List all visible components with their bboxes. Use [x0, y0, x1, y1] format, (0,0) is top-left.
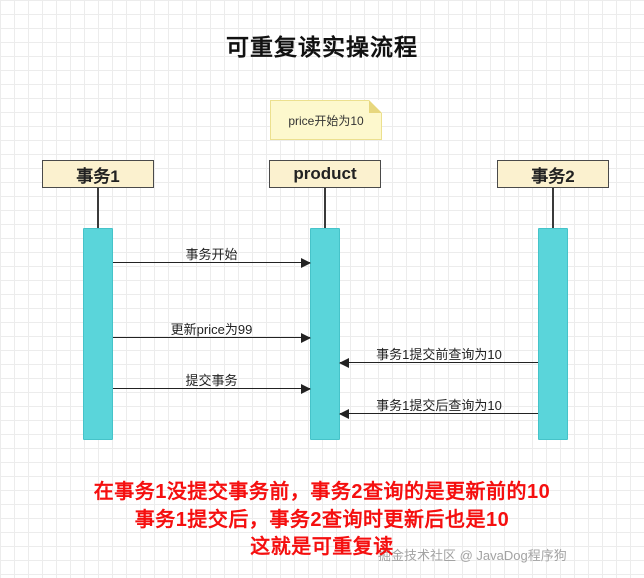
lifeline-transaction-2: [552, 188, 554, 228]
arrowhead-right-icon: [301, 257, 311, 268]
watermark: 掘金技术社区 @ JavaDog程序狗: [378, 548, 567, 563]
actor-transaction-1: 事务1: [42, 160, 154, 188]
arrowhead-left-icon: [339, 408, 349, 419]
message-line: [340, 413, 538, 414]
activation-bar-transaction-1: [83, 228, 113, 440]
message-line: [113, 337, 310, 338]
message-commit-transaction: 提交事务: [113, 370, 311, 394]
actor-product: product: [269, 160, 381, 188]
arrowhead-right-icon: [301, 332, 311, 343]
message-line: [113, 388, 310, 389]
activation-bar-transaction-2: [538, 228, 568, 440]
sticky-note-text: price开始为10: [288, 113, 364, 128]
activation-bar-product: [310, 228, 340, 440]
message-query-before-commit: 事务1提交前查询为10: [339, 344, 538, 368]
sticky-note: price开始为10: [270, 100, 382, 140]
note-fold-corner-icon: [369, 100, 382, 113]
actor-label: 事务1: [76, 166, 120, 186]
actor-label: product: [293, 164, 357, 183]
actor-transaction-2: 事务2: [497, 160, 609, 188]
page-title: 可重复读实操流程: [226, 34, 418, 60]
message-transaction-begin: 事务开始: [113, 244, 311, 268]
lifeline-transaction-1: [97, 188, 99, 228]
arrowhead-right-icon: [301, 383, 311, 394]
message-label: 更新price为99: [170, 322, 253, 337]
message-update-price: 更新price为99: [113, 319, 311, 343]
message-line: [113, 262, 310, 263]
conclusion-line-1: 在事务1没提交事务前，事务2查询的是更新前的10: [93, 481, 551, 503]
lifeline-product: [324, 188, 326, 228]
conclusion-line-3: 这就是可重复读: [250, 536, 394, 558]
message-label: 事务1提交前查询为10: [376, 347, 502, 362]
message-label: 事务开始: [185, 247, 238, 262]
message-line: [340, 362, 538, 363]
message-label: 事务1提交后查询为10: [376, 398, 502, 413]
message-label: 提交事务: [185, 373, 238, 388]
arrowhead-left-icon: [339, 357, 349, 368]
actor-label: 事务2: [531, 166, 575, 186]
conclusion-line-2: 事务1提交后，事务2查询时更新后也是10: [134, 509, 510, 531]
message-query-after-commit: 事务1提交后查询为10: [339, 395, 538, 419]
